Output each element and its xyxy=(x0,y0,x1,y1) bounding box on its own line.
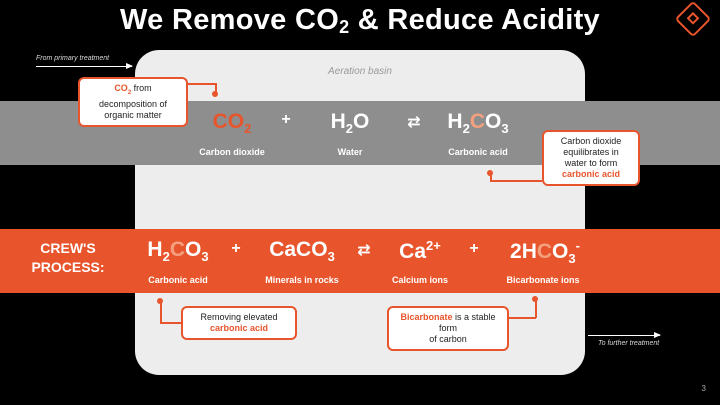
flow-out-arrow-icon xyxy=(588,332,661,338)
callout-remove-connector-v xyxy=(160,301,162,323)
slide-title: We Remove CO2 & Reduce Acidity xyxy=(0,4,720,38)
eq1-h2co3-h: H xyxy=(447,110,463,133)
eq2-hco3-o: O xyxy=(552,240,569,263)
eq1-co2-text: CO xyxy=(212,110,245,133)
eq2-caco3-text: CaCO xyxy=(269,238,328,261)
title-subscript: 2 xyxy=(339,17,350,37)
callout-equil-text3: water to form xyxy=(564,158,618,168)
callout-remove-text: Removing elevated xyxy=(200,312,278,322)
eq2-ca: Ca2+ xyxy=(390,238,450,264)
title-text-start: We Remove CO xyxy=(120,4,340,36)
callout-remove-hl: carbonic acid xyxy=(209,323,269,333)
eq2-ca-label: Calcium ions xyxy=(391,275,448,285)
callout-equil-hl: carbonic acid xyxy=(561,169,621,179)
aeration-basin-label: Aeration basin xyxy=(328,66,392,77)
callout-equil-connector-h xyxy=(490,180,542,182)
callout-bicarb-dot xyxy=(532,296,538,302)
callout-equil-text1: Carbon dioxide xyxy=(560,136,622,146)
eq1-h2o-h: H xyxy=(330,110,346,133)
eq2-h2co3: H2CO3 xyxy=(140,238,216,264)
crews-process-label: CREW'S PROCESS: xyxy=(8,239,128,277)
eq1-equilibrium-icon: ⇄ xyxy=(407,114,421,131)
eq2-h2co3-sub1: 2 xyxy=(162,249,170,264)
eq2-h2co3-c: C xyxy=(169,238,185,261)
equation2-band xyxy=(0,229,720,293)
eq2-hco3-sub: 3 xyxy=(568,251,576,266)
eq2-h2co3-sub2: 3 xyxy=(201,249,209,264)
eq1-co2-sub: 2 xyxy=(244,121,252,136)
eq1-h2o: H2O xyxy=(318,110,382,136)
flow-in-arrow-icon xyxy=(36,63,133,69)
eq2-ca-text: Ca xyxy=(399,240,427,263)
callout-equil-connector-v xyxy=(490,173,492,181)
process-line2: PROCESS: xyxy=(31,259,105,275)
eq2-caco3-sub: 3 xyxy=(327,249,335,264)
callout-bicarb-text2: of carbon xyxy=(429,334,467,344)
eq1-co2: CO2 xyxy=(200,110,264,136)
eq2-hco3-label: Bicarbonate ions xyxy=(506,275,580,285)
eq1-h2co3-label: Carbonic acid xyxy=(448,147,508,157)
callout-co2-connector-v xyxy=(215,83,217,93)
eq1-h2o-label: Water xyxy=(337,147,363,157)
eq1-h2co3-sub1: 2 xyxy=(462,121,470,136)
callout-bicarb-connector-v xyxy=(535,300,537,318)
eq2-plus2: + xyxy=(469,240,479,257)
eq2-hco3-2h: 2H xyxy=(510,240,537,263)
page-number: 3 xyxy=(701,384,706,393)
eq1-co2-label: Carbon dioxide xyxy=(199,147,265,157)
eq2-ca-sup: 2+ xyxy=(426,238,441,253)
eq1-h2co3-sub2: 3 xyxy=(501,121,509,136)
eq2-hco3: 2HCO3- xyxy=(500,238,590,266)
eq2-hco3-sup: - xyxy=(575,238,580,253)
eq1-h2co3-o: O xyxy=(485,110,502,133)
eq1-h2co3: H2CO3 xyxy=(436,110,520,136)
eq1-h2o-sub: 2 xyxy=(345,121,354,136)
eq1-plus: + xyxy=(281,111,291,128)
callout-co2-hl-sub: 2 xyxy=(127,89,132,96)
eq2-hco3-c: C xyxy=(536,240,553,263)
process-line1: CREW'S xyxy=(40,240,96,256)
callout-remove-connector-h xyxy=(160,322,181,324)
eq2-caco3: CaCO3 xyxy=(262,238,342,264)
flow-to-label: To further treatment xyxy=(598,340,660,347)
flow-from-label: From primary treatment xyxy=(36,55,110,62)
eq1-h2co3-c: C xyxy=(469,110,485,133)
callout-co2-text2: decomposition of xyxy=(98,98,168,109)
callout-co2-text3: organic matter xyxy=(104,109,162,120)
eq2-caco3-label: Minerals in rocks xyxy=(265,275,339,285)
callout-bicarb-text1: is a stable form xyxy=(439,312,496,333)
eq2-h2co3-label: Carbonic acid xyxy=(148,275,208,285)
callout-co2-dot xyxy=(212,91,218,97)
eq2-plus1: + xyxy=(231,240,241,257)
callout-bicarb-connector-h xyxy=(509,317,536,319)
callout-co2-text1: from xyxy=(131,83,152,93)
callout-co2-connector-h xyxy=(188,83,216,85)
eq1-h2o-o: O xyxy=(353,110,370,133)
eq2-h2co3-o: O xyxy=(185,238,202,261)
eq2-equilibrium-icon: ⇄ xyxy=(357,242,371,259)
title-text-end: & Reduce Acidity xyxy=(349,4,600,36)
callout-bicarb-hl: Bicarbonate xyxy=(400,312,453,322)
eq2-h2co3-h: H xyxy=(147,238,163,261)
callout-co2-hl: CO xyxy=(114,83,128,93)
callout-equil-text2: equilibrates in xyxy=(563,147,619,157)
crew-logo-inner xyxy=(686,11,700,25)
